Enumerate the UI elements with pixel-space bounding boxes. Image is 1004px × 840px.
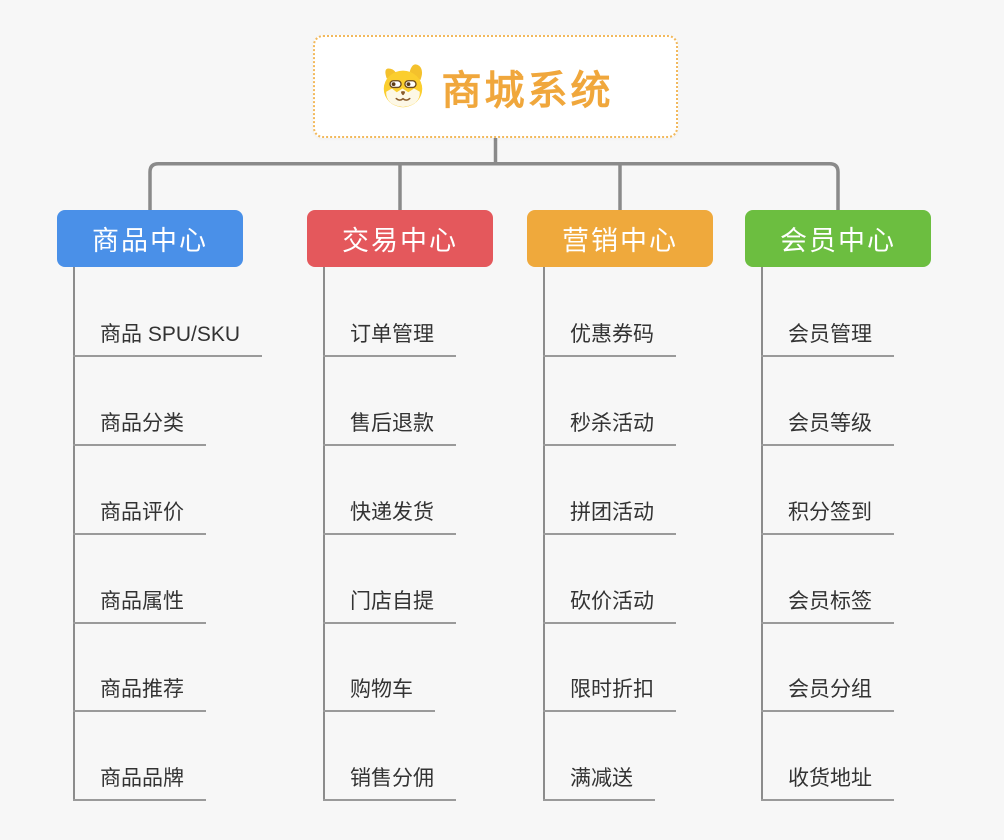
- dog-face-icon: [383, 63, 422, 107]
- child-node[interactable]: 订单管理: [323, 321, 456, 357]
- child-node[interactable]: 商品评价: [73, 499, 206, 535]
- child-node[interactable]: 秒杀活动: [543, 410, 676, 446]
- child-node[interactable]: 会员等级: [761, 410, 894, 446]
- branch-node[interactable]: 营销中心: [527, 210, 713, 267]
- branch-node[interactable]: 商品中心: [57, 210, 243, 267]
- branch-node[interactable]: 交易中心: [307, 210, 493, 267]
- child-node[interactable]: 商品品牌: [73, 765, 206, 801]
- child-node[interactable]: 积分签到: [761, 499, 894, 535]
- child-node[interactable]: 商品 SPU/SKU: [73, 321, 263, 357]
- branch-label: 交易中心: [342, 226, 458, 256]
- branch-label: 会员中心: [780, 226, 896, 256]
- child-node[interactable]: 限时折扣: [543, 676, 676, 712]
- child-node[interactable]: 商品分类: [73, 410, 206, 446]
- root-title: 商城系统: [441, 68, 614, 113]
- child-node[interactable]: 购物车: [323, 676, 435, 712]
- child-node[interactable]: 收货地址: [761, 765, 894, 801]
- child-node[interactable]: 商品属性: [73, 588, 206, 624]
- child-node[interactable]: 会员标签: [761, 588, 894, 624]
- branch-node[interactable]: 会员中心: [745, 210, 931, 267]
- child-node[interactable]: 门店自提: [323, 588, 456, 624]
- child-node[interactable]: 快递发货: [323, 499, 456, 535]
- child-node[interactable]: 砍价活动: [543, 588, 676, 624]
- child-node[interactable]: 售后退款: [323, 410, 456, 446]
- branch-label: 商品中心: [92, 226, 208, 256]
- child-node[interactable]: 会员管理: [761, 321, 894, 357]
- child-node[interactable]: 会员分组: [761, 676, 894, 712]
- child-node[interactable]: 销售分佣: [323, 765, 456, 801]
- child-node[interactable]: 优惠券码: [543, 321, 676, 357]
- root-node[interactable]: 商城系统: [313, 35, 678, 138]
- child-node[interactable]: 拼团活动: [543, 499, 676, 535]
- child-node[interactable]: 商品推荐: [73, 676, 206, 712]
- child-node[interactable]: 满减送: [543, 765, 655, 801]
- branch-label: 营销中心: [562, 226, 678, 256]
